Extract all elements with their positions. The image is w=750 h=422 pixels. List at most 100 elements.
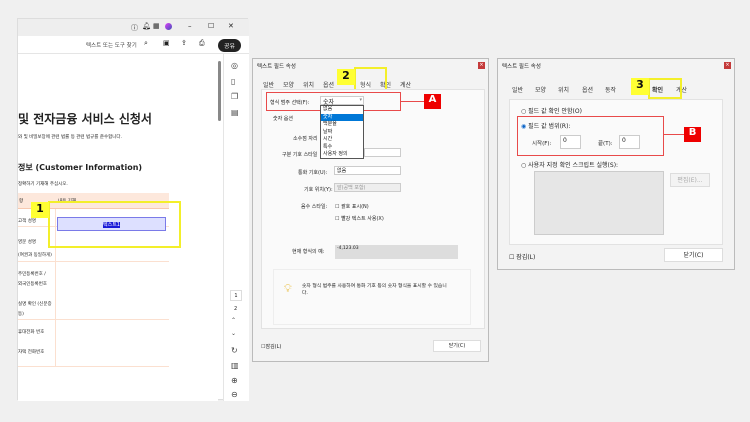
dropdown-option[interactable]: 날짜 xyxy=(323,128,333,135)
lock-checkbox[interactable]: ☐ 잠김(L) xyxy=(509,254,536,261)
table-row: 영문 성명 xyxy=(18,240,36,245)
tab-actions[interactable]: 동작 xyxy=(605,87,617,94)
lock-checkbox[interactable]: ☐잠김(L) xyxy=(261,344,282,350)
close-dialog-button[interactable]: × xyxy=(478,62,485,69)
example-label: 현재 형식의 예: xyxy=(292,249,325,255)
tab-calculate[interactable]: 계산 xyxy=(400,82,412,89)
help-icon[interactable]: ⓘ xyxy=(131,24,138,32)
tab-options[interactable]: 옵션 xyxy=(582,87,594,94)
currency-select[interactable]: 없음 xyxy=(334,166,401,175)
dropdown-option-selected[interactable]: 숫자 xyxy=(321,113,363,121)
tab-appearance[interactable]: 모양 xyxy=(283,82,295,89)
highlight-box-1 xyxy=(48,201,181,248)
zoom-out-icon[interactable]: ⊖ xyxy=(231,390,238,399)
highlight-box-3 xyxy=(648,78,682,99)
table-row: 휴대전화 번호 xyxy=(18,330,45,335)
tab-format[interactable]: 형식 xyxy=(360,80,372,89)
dialog-title: 텍스트 필드 속성 xyxy=(502,64,541,70)
close-dialog-button[interactable]: × xyxy=(724,62,731,69)
to-label: 끝(T): xyxy=(598,141,613,147)
currency-label: 통화 기호(U): xyxy=(298,170,328,176)
negative-style-label: 음수 스타일: xyxy=(301,204,328,210)
pages-icon[interactable]: ❐ xyxy=(231,92,239,101)
tab-validate[interactable]: 확인 xyxy=(652,87,664,94)
close-button[interactable]: 닫기(C) xyxy=(433,340,481,352)
doc-title: 및 전자금융 서비스 신청서 xyxy=(18,112,152,126)
zoom-in-icon[interactable]: ⊕ xyxy=(231,376,238,385)
comment-icon[interactable]: ◎ xyxy=(231,61,238,70)
no-validation-radio[interactable]: ○ 필드 값 확인 안함(O) xyxy=(521,108,582,115)
tab-position[interactable]: 위치 xyxy=(303,82,315,89)
avatar[interactable] xyxy=(165,23,172,30)
dropdown-option[interactable]: 시간 xyxy=(323,136,333,142)
category-select[interactable]: 숫자▾ xyxy=(320,96,364,106)
highlight-box-2 xyxy=(354,67,387,91)
text-field-1[interactable]: 텍스트1 xyxy=(57,217,166,231)
from-input[interactable]: 0 xyxy=(560,135,581,149)
category-dropdown-list[interactable]: 없음 숫자 백분율 날짜 시간 특수 사용자 정의 xyxy=(320,105,364,159)
range-radio[interactable]: ◉ 필드 값 범위(R): xyxy=(521,123,571,130)
edit-button[interactable]: 편집(E)... xyxy=(670,173,710,187)
minimize-button[interactable]: – xyxy=(188,22,192,30)
save-icon[interactable]: ▣ xyxy=(163,39,170,47)
search-tools-input[interactable]: 텍스트 또는 도구 찾기 xyxy=(86,43,137,49)
close-button[interactable]: 닫기(C) xyxy=(664,248,723,262)
to-input[interactable]: 0 xyxy=(619,135,640,149)
chevron-up-icon[interactable]: ⌃ xyxy=(231,317,237,324)
table-row: (여권과 동일하게) xyxy=(18,253,52,258)
tab-position[interactable]: 위치 xyxy=(558,87,570,94)
column-divider xyxy=(55,209,56,367)
pdf-editor-window: ⓘ 🔔︎ ▦ – ☐ ✕ 텍스트 또는 도구 찾기 ⌕ ▣ ⇪ ⎙ 공유 및 전… xyxy=(17,18,249,401)
category-label: 형식 범주 선택(F): xyxy=(270,100,310,106)
dropdown-option[interactable]: 사용자 정의 xyxy=(323,151,348,157)
separator-select[interactable] xyxy=(364,148,401,157)
table-row: 고객 성명 xyxy=(18,219,36,224)
tab-general[interactable]: 일반 xyxy=(263,82,275,89)
bookmark-icon[interactable]: ▯ xyxy=(231,77,236,86)
symbol-position-select[interactable]: 앞(공백 포함) xyxy=(334,183,401,192)
custom-script-radio[interactable]: ○ 사용자 지정 확인 스크립트 실행(S): xyxy=(521,162,619,169)
document-icon[interactable]: ▤ xyxy=(231,108,239,117)
dialog-title: 텍스트 필드 속성 xyxy=(257,64,296,70)
dropdown-option[interactable]: 백분율 xyxy=(323,121,337,127)
separator-label: 구분 기호 스타일 xyxy=(282,152,318,158)
chevron-down-icon[interactable]: ⌄ xyxy=(231,330,237,337)
example-value: -4,123.03 xyxy=(335,245,458,259)
table-row: 등) xyxy=(18,312,24,317)
scrollbar[interactable] xyxy=(218,61,221,121)
tab-general[interactable]: 일반 xyxy=(512,87,524,94)
parentheses-checkbox[interactable]: ☐ 괄호 표시(N) xyxy=(335,204,369,210)
rotate-icon[interactable]: ↻ xyxy=(231,346,238,355)
share-button[interactable]: 공유 xyxy=(218,39,242,52)
section-desc: 정확하기 기재해 주십시오. xyxy=(18,182,68,187)
red-text-checkbox[interactable]: ☐ 빨강 텍스트 사용(X) xyxy=(335,216,384,222)
page-2-button[interactable]: 2 xyxy=(234,306,238,312)
script-textarea[interactable] xyxy=(534,171,664,235)
table-row: 실명 확인 (신분증 xyxy=(18,302,52,307)
search-icon[interactable]: ⌕ xyxy=(144,39,148,47)
page-1-button[interactable]: 1 xyxy=(230,290,242,301)
dropdown-option[interactable]: 특수 xyxy=(323,143,333,150)
clipboard-icon[interactable]: ▥ xyxy=(231,361,239,370)
apps-grid-icon[interactable]: ▦ xyxy=(153,22,160,30)
bell-icon[interactable]: 🔔︎ xyxy=(142,22,151,30)
validate-dialog: 텍스트 필드 속성 × 일반 모양 위치 옵션 동작 확인 계산 3 ○ 필드 … xyxy=(497,58,735,270)
title-bar: ⓘ 🔔︎ ▦ – ☐ ✕ xyxy=(18,19,249,36)
dropdown-option[interactable]: 없음 xyxy=(323,106,333,112)
table-row: 자택 전화번호 xyxy=(18,350,45,355)
close-window-button[interactable]: ✕ xyxy=(228,22,234,30)
number-options-label: 숫자 옵션 xyxy=(273,116,293,122)
callout-badge-b: B xyxy=(684,127,701,142)
section-title: 정보 (Customer Information) xyxy=(18,163,143,172)
upload-icon[interactable]: ⇪ xyxy=(181,39,187,47)
decimal-label: 소수점 자리 xyxy=(293,136,318,142)
print-icon[interactable]: ⎙ xyxy=(199,39,205,47)
maximize-button[interactable]: ☐ xyxy=(208,22,215,30)
doc-subtitle: 와 및 비밀보장에 관련 법률 등 관련 법규를 준수합니다. xyxy=(18,135,122,140)
step-badge-1: 1 xyxy=(31,202,49,218)
tip-box: 💡︎ 숫자 형식 범주를 사용하여 통화 기호 등의 숫자 형식을 표시할 수 … xyxy=(273,269,471,325)
tab-appearance[interactable]: 모양 xyxy=(535,87,547,94)
tab-options[interactable]: 옵션 xyxy=(323,82,335,89)
table-row: 주민등록번호 / xyxy=(18,272,46,277)
step-badge-2: 2 xyxy=(337,69,355,85)
